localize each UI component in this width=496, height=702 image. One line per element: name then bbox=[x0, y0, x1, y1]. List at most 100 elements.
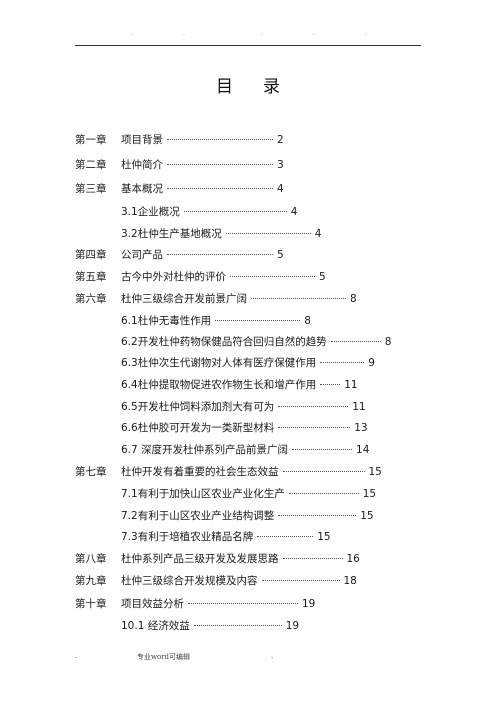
footer-text: 专业word可编辑 bbox=[137, 653, 191, 661]
toc-leader-dots bbox=[278, 405, 349, 407]
toc-page-number: 9 bbox=[368, 357, 375, 369]
toc-entry-text: 杜仲系列产品三级开发及发展思路 bbox=[121, 553, 279, 565]
toc-page-number: 4 bbox=[314, 228, 322, 240]
toc-page-number: 3 bbox=[277, 159, 284, 171]
toc-leader-dots bbox=[261, 579, 340, 581]
header-dot: . bbox=[365, 30, 367, 37]
toc-chapter-number: 第八章 bbox=[75, 553, 107, 565]
toc-leader-dots bbox=[278, 426, 351, 428]
toc-entry-text: 6.5开发杜仲饲料添加剂大有可为 bbox=[121, 401, 275, 413]
toc-leader-dots bbox=[188, 602, 298, 604]
toc-page-number: 15 bbox=[368, 466, 382, 478]
header-dot: . bbox=[313, 30, 315, 37]
toc-leader-dots bbox=[167, 187, 273, 189]
toc-chapter-number: 第五章 bbox=[75, 271, 107, 283]
toc-section-row[interactable]: 6.1杜仲无毒性作用 8 bbox=[121, 313, 311, 329]
toc-section-row[interactable]: 10.1 经济效益 19 bbox=[121, 618, 299, 634]
toc-section-row[interactable]: 3.2杜仲生产基地概况 4 bbox=[121, 226, 321, 242]
footer-dot: . bbox=[271, 652, 274, 660]
toc-leader-dots bbox=[292, 448, 353, 450]
toc-leader-dots bbox=[320, 361, 365, 363]
toc-title: 目录 bbox=[216, 77, 310, 97]
toc-entry-text: 7.3有利于培植农业精品名牌 bbox=[121, 531, 254, 543]
toc-page-number: 8 bbox=[350, 293, 357, 305]
toc-section-row[interactable]: 7.3有利于培植农业精品名牌 15 bbox=[121, 529, 331, 545]
toc-page-number: 4 bbox=[277, 183, 284, 195]
toc-page-number: 15 bbox=[317, 531, 331, 543]
toc-chapter-number: 第九章 bbox=[75, 575, 107, 587]
toc-page-number: 5 bbox=[277, 249, 284, 261]
toc-leader-dots bbox=[320, 383, 341, 385]
toc-page-number: 5 bbox=[319, 271, 326, 283]
toc-entry-text: 6.4杜仲提取物促进农作物生长和增产作用 bbox=[121, 379, 317, 391]
toc-leader-dots bbox=[278, 514, 357, 516]
toc-entry-text: 7.2有利于山区农业产业结构调整 bbox=[121, 510, 275, 522]
toc-chapter-number: 第七章 bbox=[75, 466, 107, 478]
toc-leader-dots bbox=[167, 253, 273, 255]
toc-leader-dots bbox=[215, 319, 301, 321]
toc-page-number: 19 bbox=[302, 598, 316, 610]
toc-entry-text: 6.3杜仲次生代谢物对人体有医疗保健作用 bbox=[121, 357, 317, 369]
toc-leader-dots bbox=[288, 492, 359, 494]
toc-page-number: 15 bbox=[362, 488, 377, 500]
toc-page-number: 8 bbox=[384, 336, 392, 348]
toc-chapter-number: 第十章 bbox=[75, 598, 107, 610]
toc-leader-dots bbox=[183, 210, 287, 212]
toc-section-row[interactable]: 6.3杜仲次生代谢物对人体有医疗保健作用 9 bbox=[121, 355, 375, 371]
toc-chapter-number: 第三章 bbox=[75, 183, 107, 195]
toc-chapter-row[interactable]: 第五章 古今中外对杜仲的评价 5 bbox=[75, 269, 326, 285]
toc-entry-text: 7.1有利于加快山区农业产业化生产 bbox=[121, 488, 285, 500]
toc-page-number: 11 bbox=[344, 379, 358, 391]
toc-page-number: 14 bbox=[356, 444, 370, 456]
toc-page-number: 11 bbox=[352, 401, 366, 413]
toc-chapter-row[interactable]: 第一章 项目背景 2 bbox=[75, 132, 284, 148]
toc-entry-text: 古今中外对杜仲的评价 bbox=[121, 271, 226, 283]
toc-leader-dots bbox=[282, 557, 343, 559]
toc-leader-dots bbox=[167, 138, 273, 140]
toc-leader-dots bbox=[225, 232, 311, 234]
toc-page-number: 2 bbox=[277, 134, 284, 146]
page-footer: . 专业word可编辑 . bbox=[75, 652, 421, 666]
toc-entry-text: 杜仲三级综合开发规模及内容 bbox=[121, 575, 258, 587]
toc-chapter-number: 第六章 bbox=[75, 293, 107, 305]
toc-entry-text: 6.6杜仲胶可开发为一类新型材料 bbox=[121, 422, 275, 434]
header-dot: . bbox=[183, 30, 185, 37]
toc-leader-dots bbox=[330, 340, 381, 342]
toc-section-row[interactable]: 7.1有利于加快山区农业产业化生产 15 bbox=[121, 486, 376, 502]
toc-entry-text: 6.1杜仲无毒性作用 bbox=[121, 315, 212, 327]
toc-page-number: 4 bbox=[290, 206, 298, 218]
toc-entry-text: 杜仲简介 bbox=[121, 159, 163, 171]
toc-chapter-number: 第二章 bbox=[75, 159, 107, 171]
toc-page-number: 8 bbox=[304, 315, 311, 327]
toc-leader-dots bbox=[230, 275, 315, 277]
header-dot: . bbox=[131, 30, 133, 37]
toc-section-row[interactable]: 6.4杜仲提取物促进农作物生长和增产作用 11 bbox=[121, 377, 358, 393]
header-dot: . bbox=[261, 30, 263, 37]
toc-entry-text: 项目背景 bbox=[121, 134, 163, 146]
toc-chapter-row[interactable]: 第二章 杜仲简介 3 bbox=[75, 157, 284, 173]
toc-entry-text: 杜仲三级综合开发前景广阔 bbox=[121, 293, 247, 305]
toc-entry-text: 10.1 经济效益 bbox=[121, 620, 190, 632]
header-dots: . . . . . bbox=[75, 30, 421, 42]
toc-section-row[interactable]: 6.5开发杜仲饲料添加剂大有可为 11 bbox=[121, 399, 366, 415]
toc-chapter-row[interactable]: 第六章 杜仲三级综合开发前景广阔 8 bbox=[75, 291, 357, 307]
toc-section-row[interactable]: 6.2开发杜仲药物保健品符合回归自然的趋势 8 bbox=[121, 334, 391, 350]
toc-entry-text: 6.2开发杜仲药物保健品符合回归自然的趋势 bbox=[121, 336, 327, 348]
toc-leader-dots bbox=[251, 297, 346, 299]
toc-page-number: 19 bbox=[285, 620, 300, 632]
toc-leader-dots bbox=[167, 163, 273, 165]
toc-entry-text: 3.2杜仲生产基地概况 bbox=[121, 228, 222, 240]
toc-chapter-number: 第一章 bbox=[75, 134, 107, 146]
